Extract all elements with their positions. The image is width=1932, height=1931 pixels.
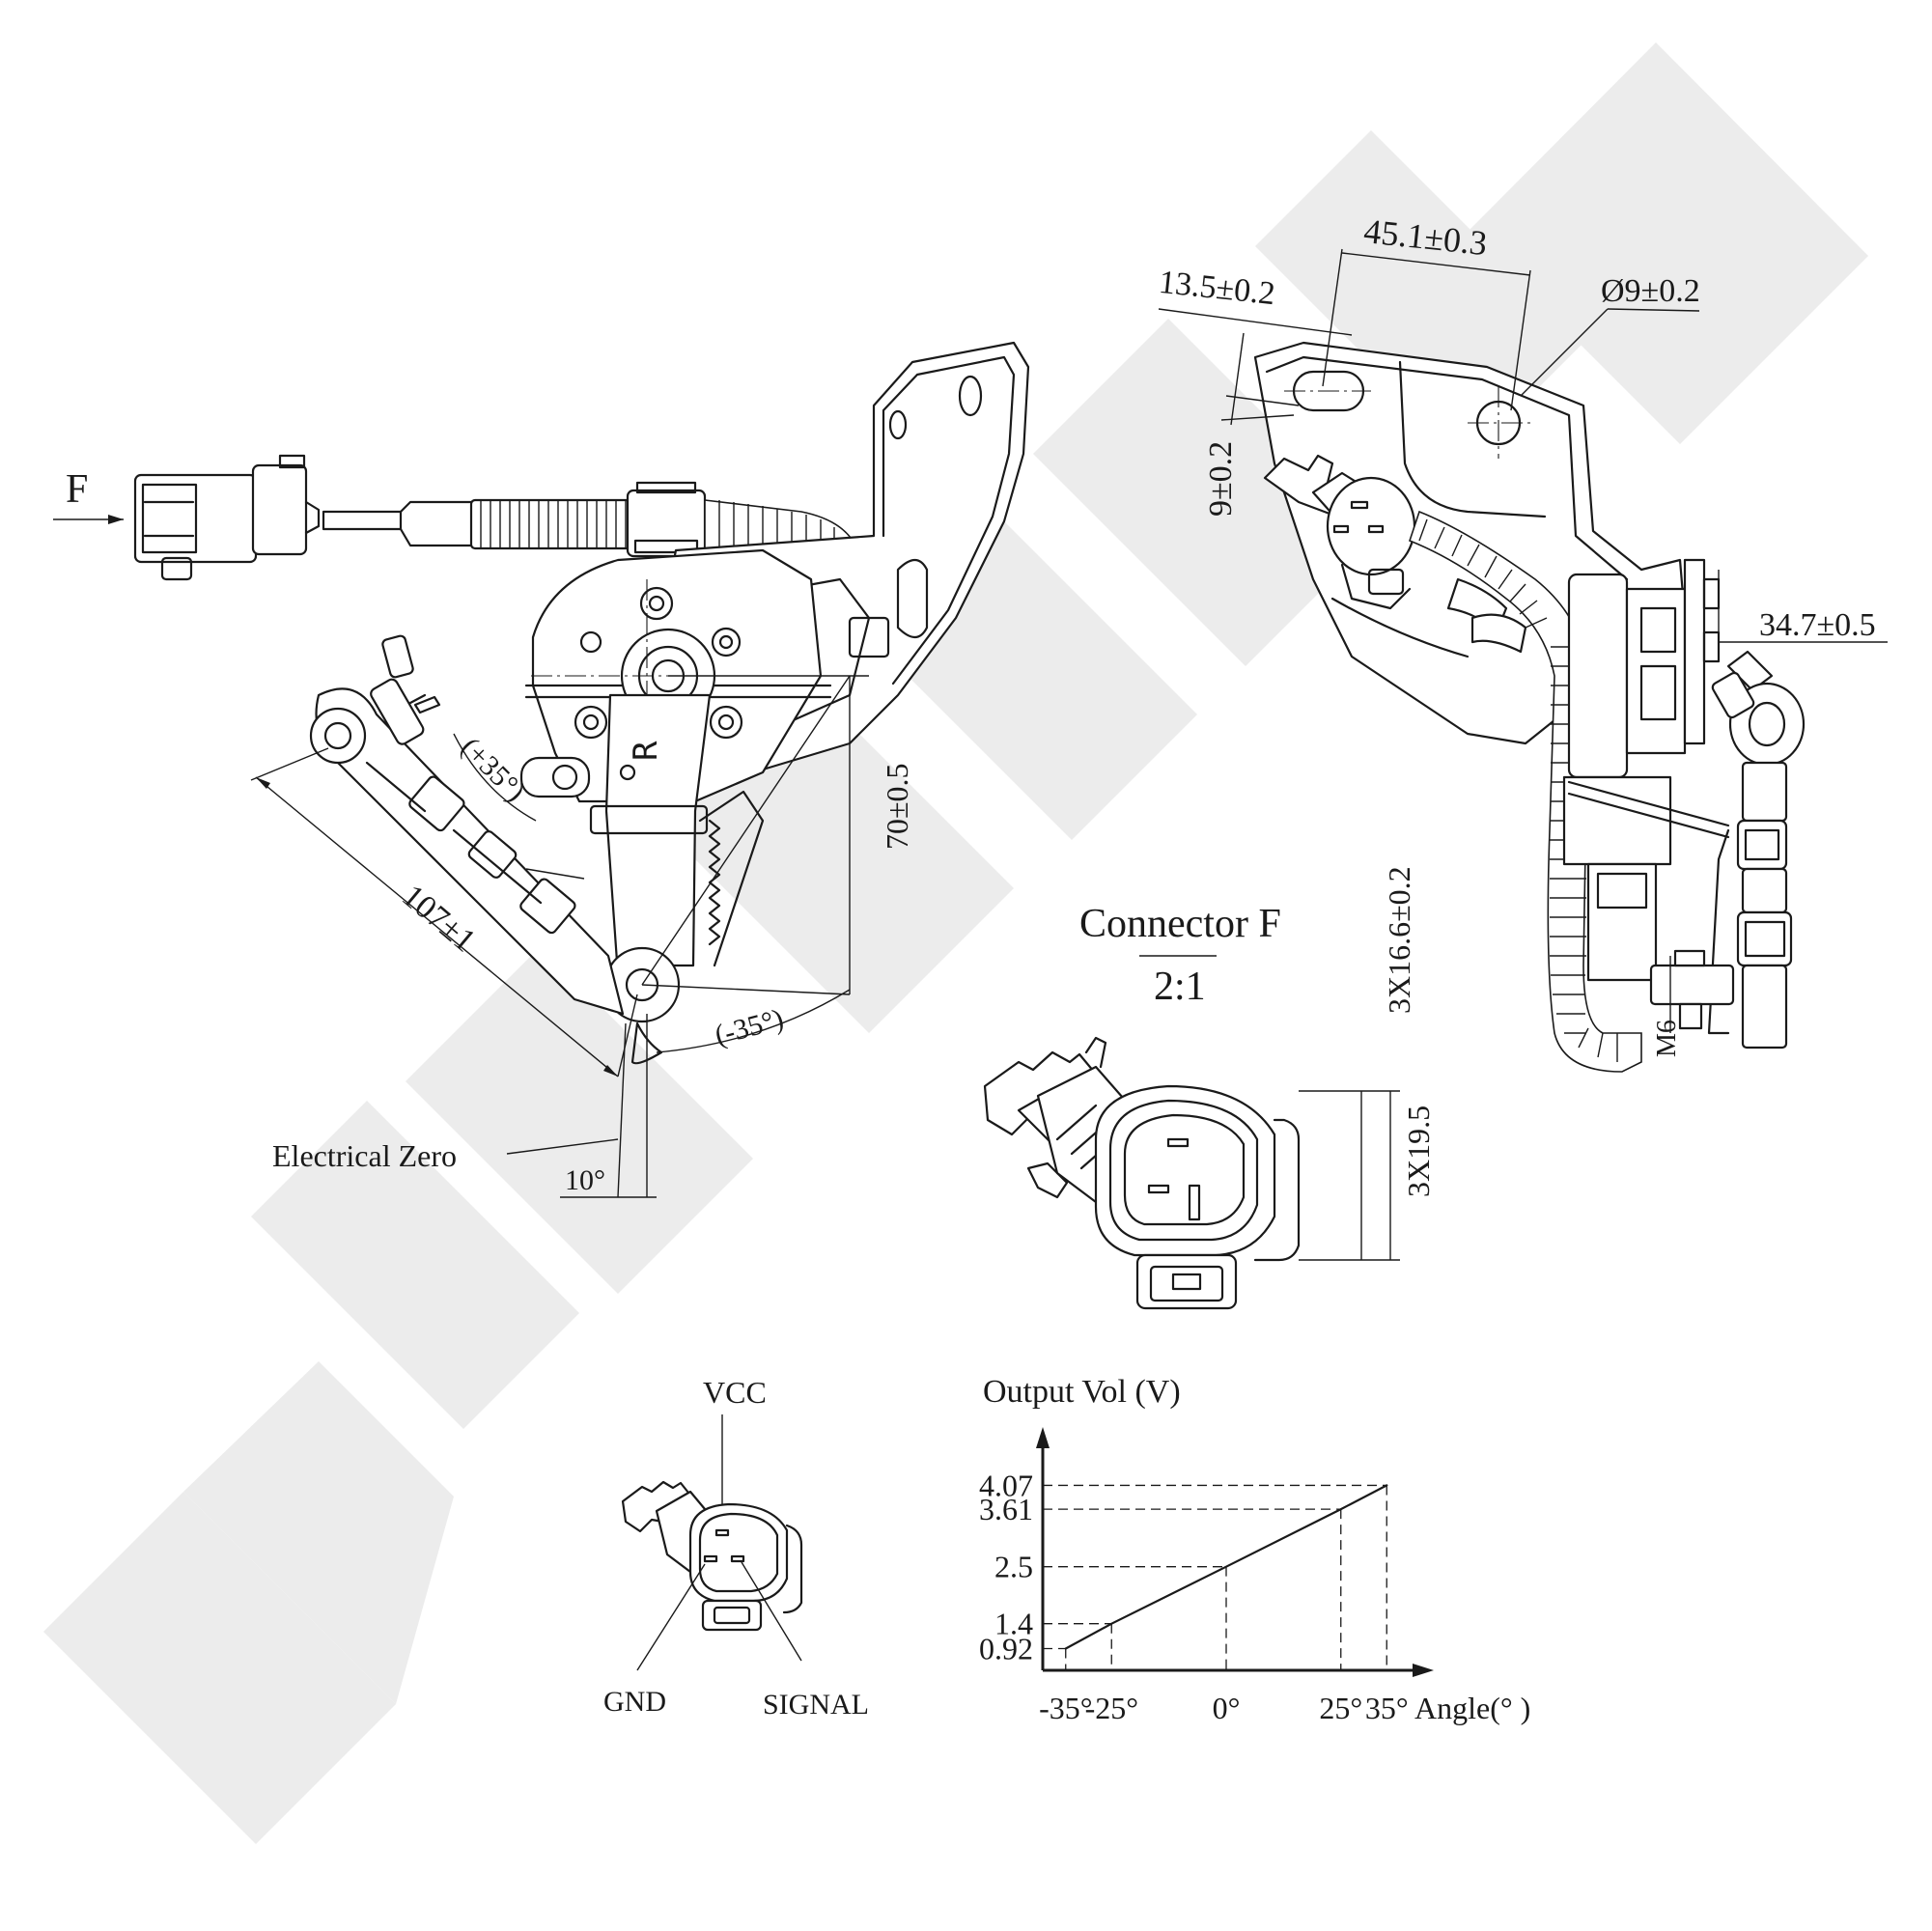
x-tick-label: 0° [1213, 1691, 1241, 1725]
dim-hole-diameter: Ø9±0.2 [1601, 273, 1700, 309]
x-tick-label: -25° [1085, 1691, 1138, 1725]
angle-minus: (-35°) [712, 1003, 787, 1052]
x-tick-label: 25° [1319, 1691, 1362, 1725]
y-tick-label: 0.92 [979, 1632, 1033, 1666]
link-rod [309, 634, 625, 1016]
chart-y-ticks: 0.92 1.4 2.5 3.61 4.07 [979, 1468, 1033, 1665]
output-chart: Output Vol (V) Angle(° ) 0.92 1.4 2.5 3.… [979, 1374, 1530, 1725]
pin-signal-label: SIGNAL [763, 1689, 869, 1721]
dim-lever-height: 70±0.5 [880, 763, 914, 850]
angle-10-label: 10° [565, 1164, 605, 1196]
chart-ylabel: Output Vol (V) [983, 1374, 1181, 1410]
pinout-diagram: VCC GND SIGNAL [603, 1375, 869, 1721]
y-tick-label: 2.5 [994, 1550, 1033, 1584]
sensor-side-view: M6 45.1±0.3 13.5±0.2 9±0.2 Ø9±0.2 34.7±0… [1158, 211, 1888, 1073]
dim-3x195: 3X19.5 [1401, 1105, 1436, 1197]
part-mark: R [627, 741, 665, 761]
connector-ref-label: F [66, 467, 88, 512]
pin-vcc-label: VCC [703, 1375, 767, 1410]
connector-f-detail: Connector F 2:1 3X16.6±0.2 3X19.5 [983, 866, 1436, 1310]
y-tick-label: 1.4 [994, 1607, 1033, 1641]
chart-guides [1043, 1484, 1387, 1670]
thread-m6-label: M6 [1652, 1020, 1682, 1057]
connector-title: Connector F [1079, 902, 1281, 946]
connector-scale: 2:1 [1154, 965, 1206, 1009]
chart-xlabel: Angle(° ) [1414, 1691, 1530, 1725]
chart-x-ticks: -35° -25° 0° 25° 35° [1039, 1691, 1409, 1725]
angle-plus: (+35°) [455, 731, 531, 807]
dim-slot-offset: 13.5±0.2 [1158, 265, 1277, 312]
x-tick-label: 35° [1365, 1691, 1409, 1725]
x-tick-label: -35° [1039, 1691, 1092, 1725]
pin-gnd-label: GND [603, 1686, 666, 1718]
output-voltage-line [1064, 1484, 1388, 1650]
harness-corrugation-left [469, 498, 637, 550]
sensor-front-view: R 1 [53, 341, 1030, 1198]
y-tick-label: 3.61 [979, 1492, 1033, 1526]
electrical-zero-label: Electrical Zero [272, 1138, 457, 1173]
dim-slot-width: 9±0.2 [1203, 441, 1239, 517]
dim-3x166: 3X16.6±0.2 [1382, 866, 1416, 1014]
dim-body-depth: 34.7±0.5 [1759, 607, 1876, 643]
y-tick-label: 4.07 [979, 1468, 1033, 1502]
